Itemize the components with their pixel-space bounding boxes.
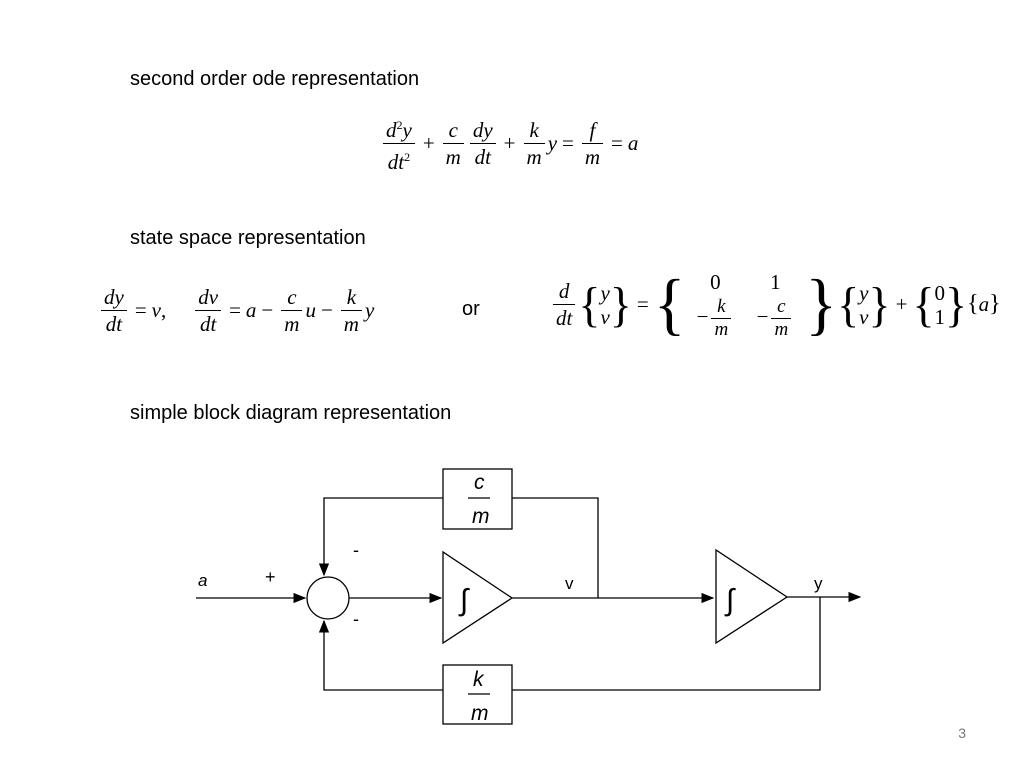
integrator-2 — [715, 548, 789, 645]
c-over-m-block — [442, 468, 513, 530]
page-number: 3 — [958, 725, 966, 741]
or-label: or — [462, 298, 480, 320]
top-feedback-path — [512, 497, 599, 598]
input-label: a — [198, 571, 207, 590]
y-label: y — [814, 574, 823, 593]
top-gain-num: c — [474, 471, 485, 494]
bottom-gain-den: m — [471, 702, 489, 725]
heading-state-space: state space representation — [130, 227, 366, 249]
plus-sign: + — [265, 567, 276, 587]
top-feedback-to-summer — [318, 497, 443, 577]
bottom-feedback-to-summer — [318, 619, 443, 691]
bottom-gain-num: k — [473, 668, 485, 691]
summing-junction — [306, 576, 350, 620]
integral-symbol-2: ∫ — [724, 584, 736, 617]
v-label: v — [565, 574, 574, 593]
heading-block-diagram: simple block diagram representation — [130, 402, 452, 424]
d2y-dt2-fraction: d2y dt2 — [383, 112, 415, 175]
minus-top-sign: - — [353, 540, 359, 560]
bottom-feedback-path — [512, 597, 821, 691]
integral-symbol-1: ∫ — [458, 584, 470, 617]
heading-ode: second order ode representation — [130, 68, 420, 90]
minus-bottom-sign: - — [353, 609, 359, 629]
integrator-1 — [442, 550, 514, 645]
top-gain-den: m — [472, 505, 490, 528]
